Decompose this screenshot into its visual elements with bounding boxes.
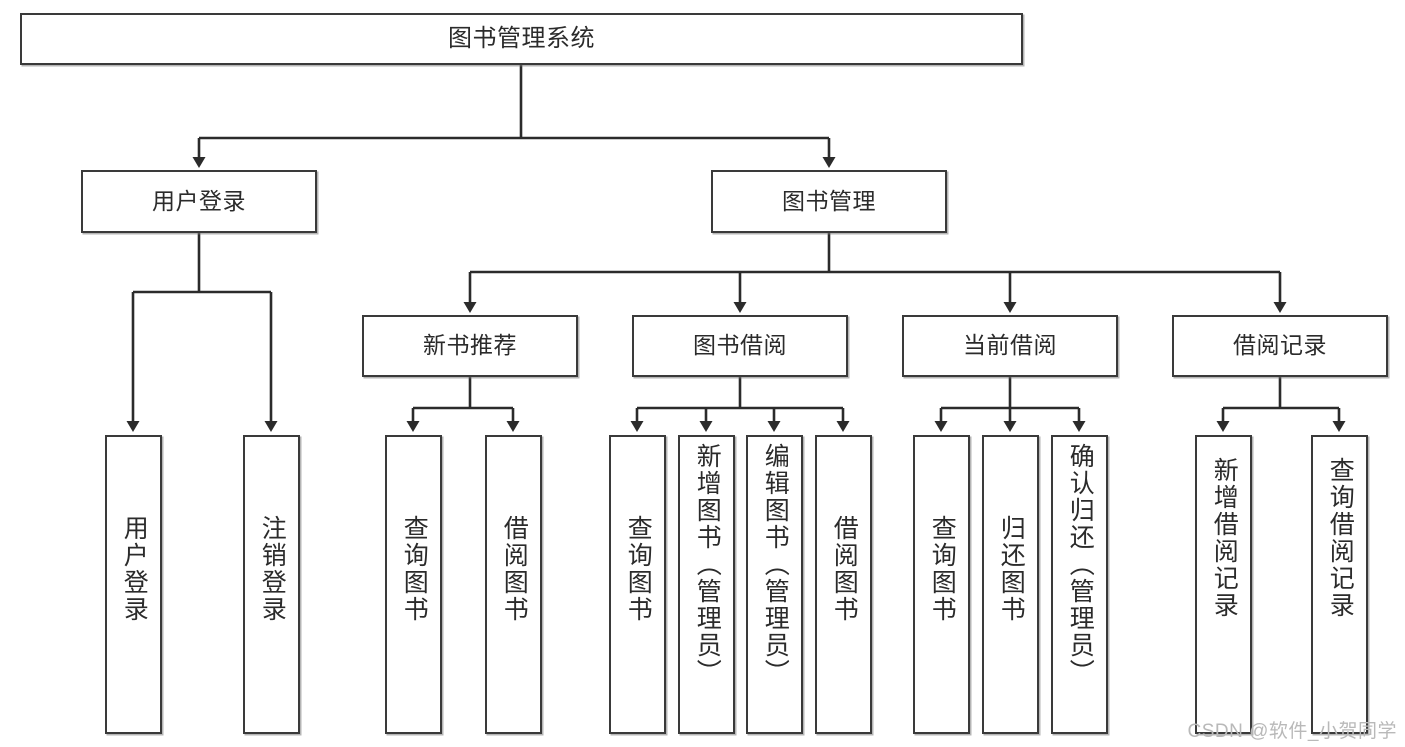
node-book-management[interactable]: 图书管理 [711,170,947,233]
node-label: 当前借阅 [963,332,1057,359]
leaf-book-borrow-query-book[interactable]: 查询图书 [609,435,666,734]
node-label: 借阅记录 [1233,332,1327,359]
leaf-current-borrow-confirm-return-admin[interactable]: 确认归还（管理员） [1051,435,1108,734]
node-label: 查询图书 [624,515,653,623]
node-root-book-management-system[interactable]: 图书管理系统 [20,13,1023,65]
node-new-book-recommend[interactable]: 新书推荐 [362,315,578,377]
node-label: 用户登录 [152,187,246,214]
node-label: 归还图书 [997,515,1026,623]
leaf-new-book-query-book[interactable]: 查询图书 [385,435,442,734]
leaf-new-book-borrow-book[interactable]: 借阅图书 [485,435,542,734]
watermark-text: CSDN @软件_小贺同学 [1187,721,1397,742]
leaf-borrow-record-query-record[interactable]: 查询借阅记录 [1311,435,1368,734]
leaf-current-borrow-return-book[interactable]: 归还图书 [982,435,1039,734]
node-label: 查询图书 [400,515,429,623]
leaf-user-login-login[interactable]: 用户登录 [105,435,162,734]
node-label: 查询图书 [928,515,957,623]
node-borrow-record[interactable]: 借阅记录 [1172,315,1388,377]
node-user-login[interactable]: 用户登录 [81,170,317,233]
leaf-current-borrow-query-book[interactable]: 查询图书 [913,435,970,734]
node-label: 借阅图书 [500,515,529,623]
node-book-borrow[interactable]: 图书借阅 [632,315,848,377]
leaf-book-borrow-borrow-book[interactable]: 借阅图书 [815,435,872,734]
leaf-user-login-logout[interactable]: 注销登录 [243,435,300,734]
node-label: 新书推荐 [423,332,517,359]
leaf-book-borrow-edit-book-admin[interactable]: 编辑图书（管理员） [746,435,803,734]
node-label: 确认归还（管理员） [1066,443,1095,686]
node-label: 图书管理系统 [448,24,595,52]
node-label: 用户登录 [120,515,149,623]
node-label: 编辑图书（管理员） [761,443,790,686]
node-label: 图书管理 [782,187,876,214]
leaf-book-borrow-add-book-admin[interactable]: 新增图书（管理员） [678,435,735,734]
node-label: 新增借阅记录 [1210,457,1239,619]
node-label: 借阅图书 [830,515,859,623]
node-label: 新增图书（管理员） [693,443,722,686]
leaf-borrow-record-add-record[interactable]: 新增借阅记录 [1195,435,1252,734]
node-label: 查询借阅记录 [1326,457,1355,619]
node-label: 图书借阅 [693,332,787,359]
node-label: 注销登录 [258,515,287,623]
node-current-borrow[interactable]: 当前借阅 [902,315,1118,377]
